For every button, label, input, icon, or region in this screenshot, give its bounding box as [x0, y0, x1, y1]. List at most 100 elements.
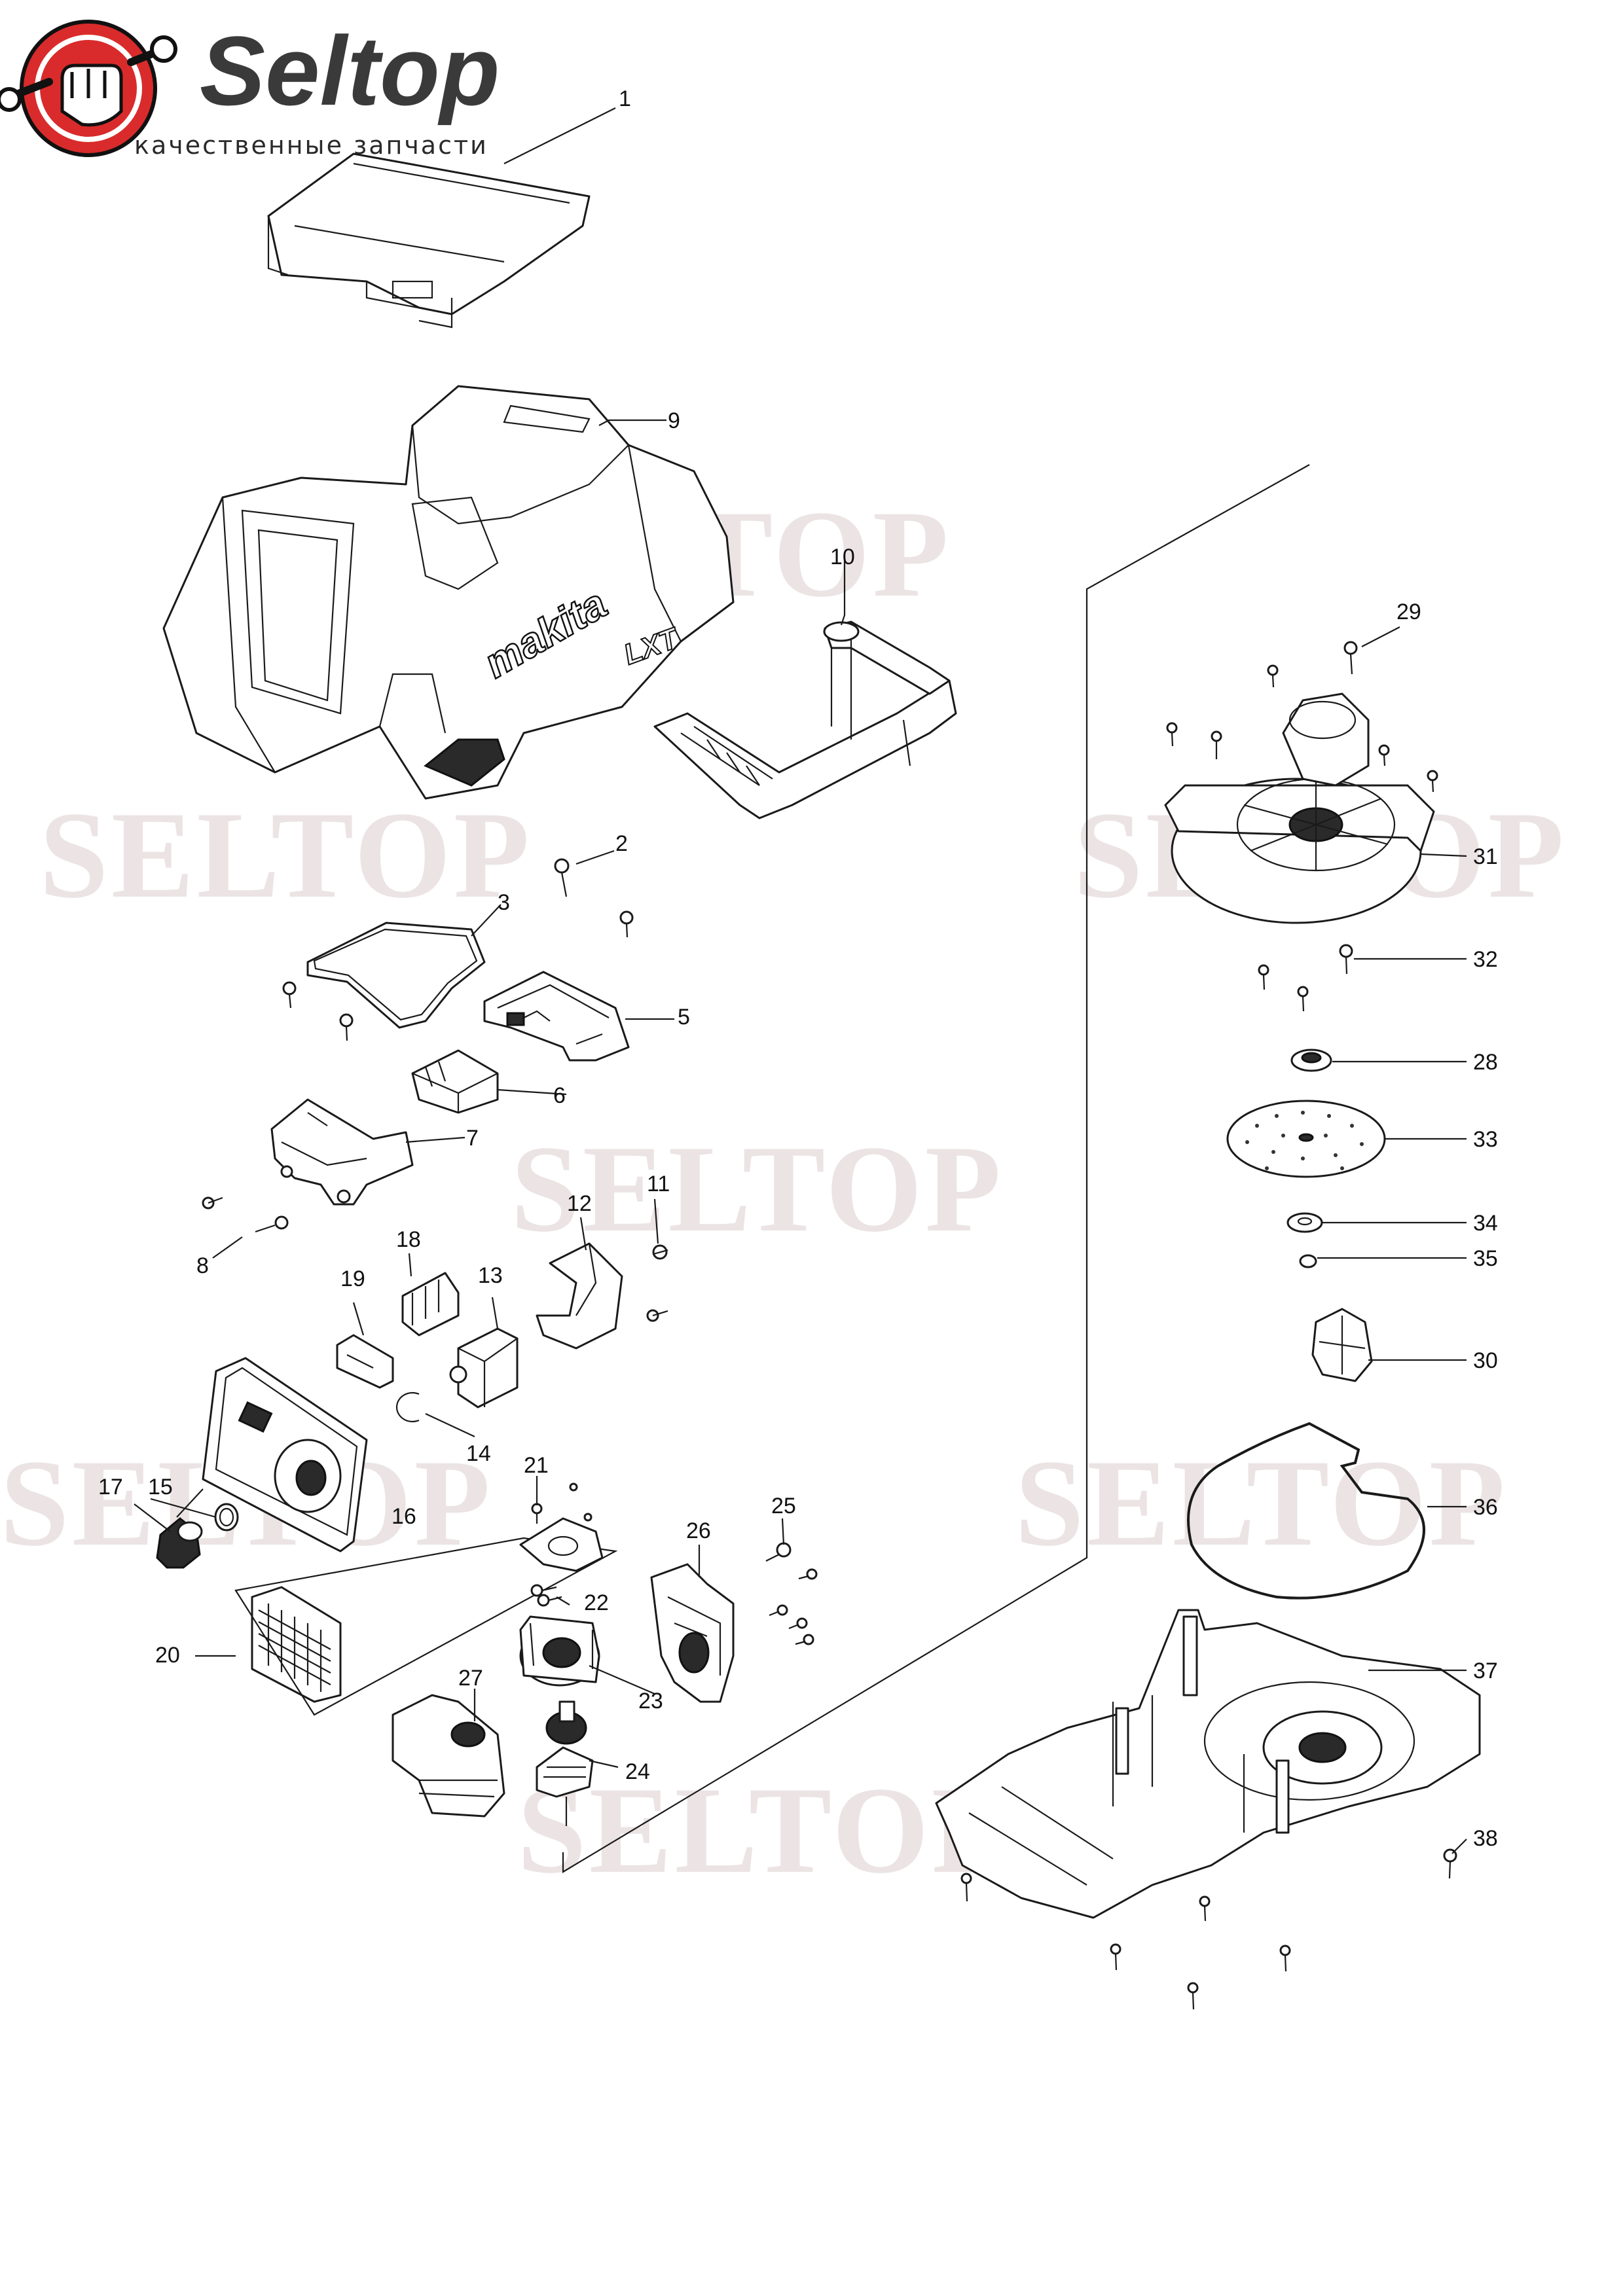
screw-icon	[339, 1013, 354, 1041]
screw-icon	[765, 1542, 792, 1562]
part-33-fan-disc	[1226, 1100, 1386, 1178]
callout-label: 36	[1473, 1495, 1498, 1520]
part-29-screws	[1166, 641, 1438, 793]
screw-icon	[1211, 730, 1222, 759]
part-9-housing: makita LXT	[162, 385, 735, 800]
screw-icon	[1378, 744, 1390, 766]
part-35-nut	[1299, 1254, 1317, 1268]
callout-label: 22	[584, 1590, 609, 1615]
screw-icon	[1267, 664, 1279, 688]
assembly-axis	[562, 464, 1310, 1873]
callout-label: 12	[567, 1191, 592, 1216]
screw-icon	[531, 1503, 543, 1524]
callout-label: 9	[668, 408, 680, 433]
callout-label: 10	[830, 545, 855, 569]
callout-label: 34	[1473, 1211, 1498, 1236]
part-31-fan-housing	[1164, 692, 1435, 924]
callout-label: 7	[466, 1126, 479, 1151]
part-17-cap	[156, 1517, 203, 1569]
screw-icon	[619, 910, 634, 938]
callout-label: 33	[1473, 1127, 1498, 1152]
screw-icon	[1258, 964, 1269, 990]
part-15-o-ring	[214, 1503, 239, 1532]
screw-icon	[202, 1196, 223, 1210]
callout-label: 8	[196, 1253, 209, 1278]
callout-label: 2	[615, 831, 628, 856]
callout-label: 21	[524, 1453, 549, 1478]
callout-label: 30	[1473, 1348, 1498, 1373]
screw-icon	[1443, 1848, 1457, 1879]
callout-numbers: 1 2 3 5 6 7 8 9 10 11 12 13 14 15 16 17 …	[98, 86, 1498, 1851]
callout-label: 16	[392, 1504, 416, 1529]
screw-icon	[537, 1594, 562, 1607]
screw-icon	[652, 1244, 668, 1260]
part-18-terminal	[401, 1272, 460, 1336]
screw-icon	[798, 1568, 818, 1580]
part-28-washer	[1290, 1049, 1332, 1072]
part-37-base	[935, 1609, 1481, 1919]
part-1-top-cover	[267, 152, 591, 329]
brand-tagline: качественные запчасти	[134, 131, 488, 160]
part-20-filter	[234, 1537, 618, 1716]
callout-label: 35	[1473, 1246, 1498, 1271]
callout-label: 32	[1473, 947, 1498, 972]
screw-icon	[788, 1617, 808, 1630]
callout-label: 14	[466, 1441, 491, 1466]
part-14-retaining-ring	[395, 1391, 420, 1423]
brand-logo: Seltop качественные запчасти	[0, 16, 500, 160]
watermark: SELTOP	[511, 1121, 1004, 1258]
part-13-switch	[449, 1327, 519, 1408]
part-5-terminal-holder	[483, 971, 630, 1062]
part-36-seal-ring	[1187, 1422, 1425, 1600]
part-7-bracket	[270, 1098, 414, 1206]
callout-label: 20	[155, 1643, 180, 1668]
part-16-front-panel	[202, 1357, 368, 1552]
watermarks: SELTOP SELTOP SELTOP SELTOP SELTOP SELTO…	[0, 486, 1564, 1899]
part-26-motor-bracket	[650, 1563, 735, 1703]
callout-label: 31	[1473, 844, 1498, 869]
screw-icon	[1427, 770, 1438, 793]
part-19-switch-button	[336, 1334, 394, 1389]
screw-icon	[1110, 1943, 1122, 1971]
part-23-stator	[519, 1615, 600, 1687]
callout-label: 37	[1473, 1659, 1498, 1683]
screw-icon	[282, 981, 297, 1009]
plate	[519, 1517, 604, 1572]
callout-label: 15	[148, 1475, 173, 1499]
screw-icon	[1166, 722, 1178, 747]
watermark: SELTOP	[517, 1762, 1010, 1899]
watermark: SELTOP	[39, 787, 532, 924]
part-22-screws	[530, 1584, 562, 1607]
callout-label: 27	[458, 1666, 483, 1691]
part-12-bracket	[536, 1242, 623, 1350]
callout-label: 17	[98, 1475, 123, 1499]
screw-icon	[530, 1584, 557, 1597]
callout-label: 25	[771, 1494, 796, 1518]
callout-label: 38	[1473, 1826, 1498, 1851]
screw-icon	[1279, 1945, 1291, 1972]
screw-icon	[255, 1215, 289, 1233]
part-3-gasket	[306, 922, 486, 1029]
part-30-vent-cover	[1311, 1308, 1373, 1382]
callout-label: 5	[678, 1005, 690, 1030]
screw-icon	[1297, 986, 1309, 1012]
screw-icon	[1187, 1982, 1199, 2010]
screw-icon	[554, 858, 570, 897]
screw-icon	[646, 1309, 668, 1322]
callout-label: 24	[625, 1759, 650, 1784]
callout-label: 28	[1473, 1050, 1498, 1075]
callout-label: 18	[396, 1227, 421, 1252]
callout-label: 23	[638, 1689, 663, 1713]
part-27-motor-cover	[392, 1694, 505, 1818]
callout-label: 1	[619, 86, 631, 111]
callout-label: 3	[498, 890, 510, 915]
screw-icon	[1343, 641, 1358, 675]
callout-label: 29	[1396, 600, 1421, 624]
screw-icon	[769, 1604, 788, 1617]
leader-lines	[134, 107, 1467, 1854]
screw-icon	[795, 1634, 814, 1645]
callout-label: 13	[478, 1263, 503, 1288]
callout-label: 26	[686, 1518, 711, 1543]
screw-icon	[1199, 1895, 1211, 1922]
